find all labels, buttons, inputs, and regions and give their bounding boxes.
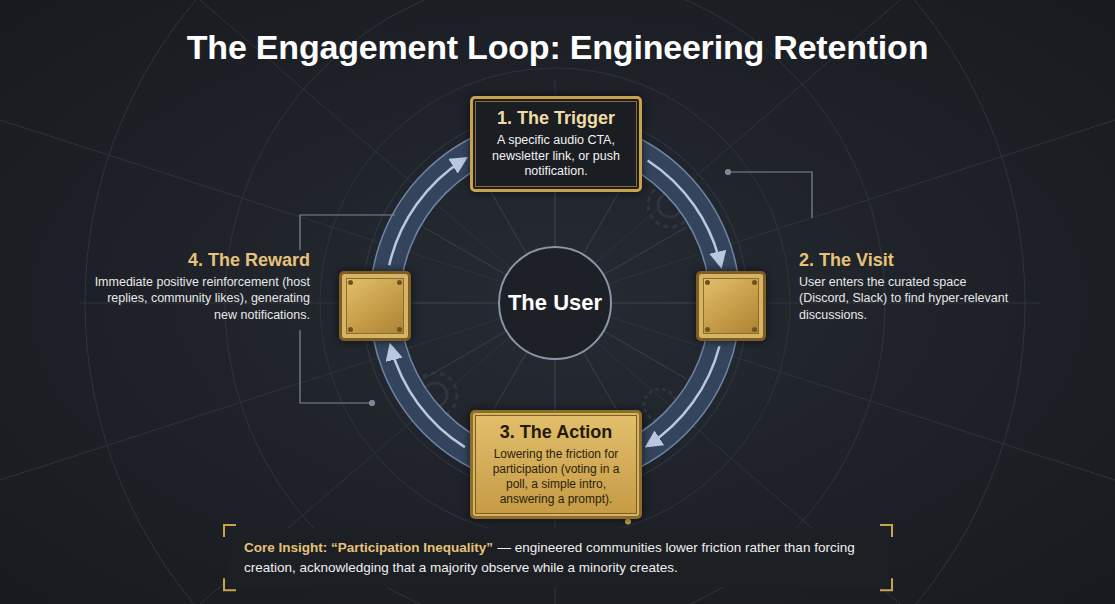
- rivet-dot: [705, 280, 710, 285]
- leader-line: [627, 519, 628, 525]
- spoke-line: [600, 227, 687, 277]
- loop-ring: [362, 110, 748, 496]
- stage-heading: 4. The Reward: [92, 250, 310, 271]
- rivet-dot: [705, 327, 710, 332]
- spoke-line: [607, 303, 707, 304]
- rivet-dot: [397, 327, 402, 332]
- callout-brackets: [224, 525, 892, 590]
- stage-box: 1. The Trigger A specific audio CTA, news…: [470, 96, 642, 192]
- callout-paragraph: Core Insight: “Participation Inequality”…: [244, 538, 872, 577]
- callout-heading: Core Insight: “Participation Inequality”: [244, 540, 493, 555]
- stage-heading: 1. The Trigger: [483, 108, 629, 129]
- leader-dot: [625, 519, 631, 525]
- spoke-line: [423, 329, 510, 379]
- spoke-line: [423, 227, 510, 277]
- stage-square: 4. The RewardImmediate positive reinforc…: [339, 271, 411, 341]
- stage-description: Lowering the friction for participation …: [483, 447, 629, 507]
- stage-heading: 3. The Action: [483, 422, 629, 443]
- insight-callout: Core Insight: “Participation Inequality”…: [228, 528, 888, 587]
- spoke-line: [600, 329, 687, 379]
- stage-description: A specific audio CTA, newsletter link, o…: [483, 133, 629, 180]
- stage-box: 3. The ActionLowering the friction for p…: [470, 410, 642, 519]
- user-circle: The User: [498, 246, 612, 360]
- stage-label-group: 2. The VisitUser enters the curated spac…: [799, 250, 1009, 323]
- rivet-dot: [752, 280, 757, 285]
- loop-arrow: [391, 346, 465, 447]
- center-label: The User: [508, 290, 602, 316]
- stage-label-group: 4. The RewardImmediate positive reinforc…: [92, 250, 310, 323]
- stage-square: 2. The VisitUser enters the curated spac…: [696, 271, 766, 341]
- loop-arrow: [648, 346, 720, 445]
- diagram-title: The Engagement Loop: Engineering Retenti…: [0, 28, 1115, 67]
- user-label-holder: The User: [508, 290, 602, 316]
- rivet-dot: [348, 327, 353, 332]
- leader-lines: [300, 170, 812, 406]
- stage-heading: 2. The Visit: [799, 250, 1009, 271]
- rivet-dot: [397, 280, 402, 285]
- loop-arrow: [389, 159, 465, 265]
- spoke-line: [403, 303, 503, 304]
- loop-arrow: [648, 160, 721, 265]
- stage-description: User enters the curated space (Discord, …: [799, 274, 1009, 323]
- stage-description: Immediate positive reinforcement (host r…: [92, 274, 310, 323]
- rivet-dot: [348, 280, 353, 285]
- rivet-dot: [752, 327, 757, 332]
- gear-shapes: [413, 183, 692, 421]
